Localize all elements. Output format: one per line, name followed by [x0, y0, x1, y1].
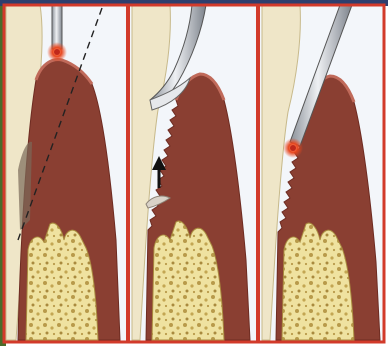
panel-2: [130, 5, 256, 342]
panel-divider: [126, 5, 130, 342]
panel-3: [260, 5, 384, 342]
panel-1: [4, 5, 126, 342]
panel-divider: [256, 5, 260, 342]
